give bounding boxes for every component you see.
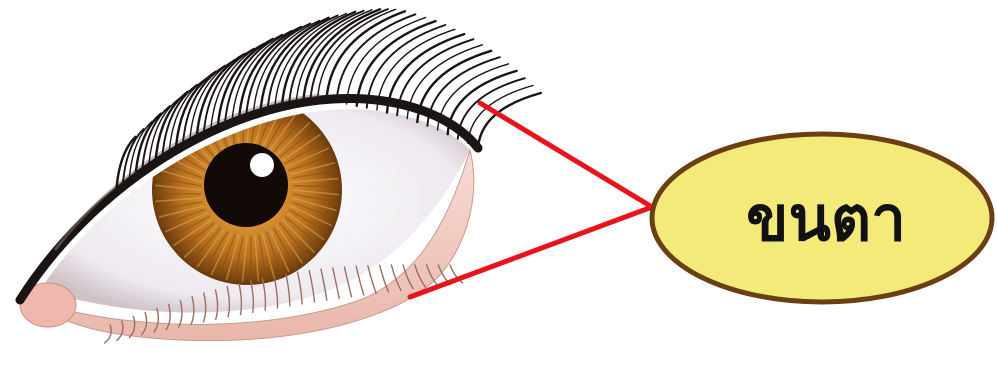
pupil [204,143,288,227]
pointer-line-top [480,103,652,207]
lower-eyelash [368,266,376,294]
callout-label: ขนตา [746,182,906,255]
pupil-highlight [250,153,274,177]
